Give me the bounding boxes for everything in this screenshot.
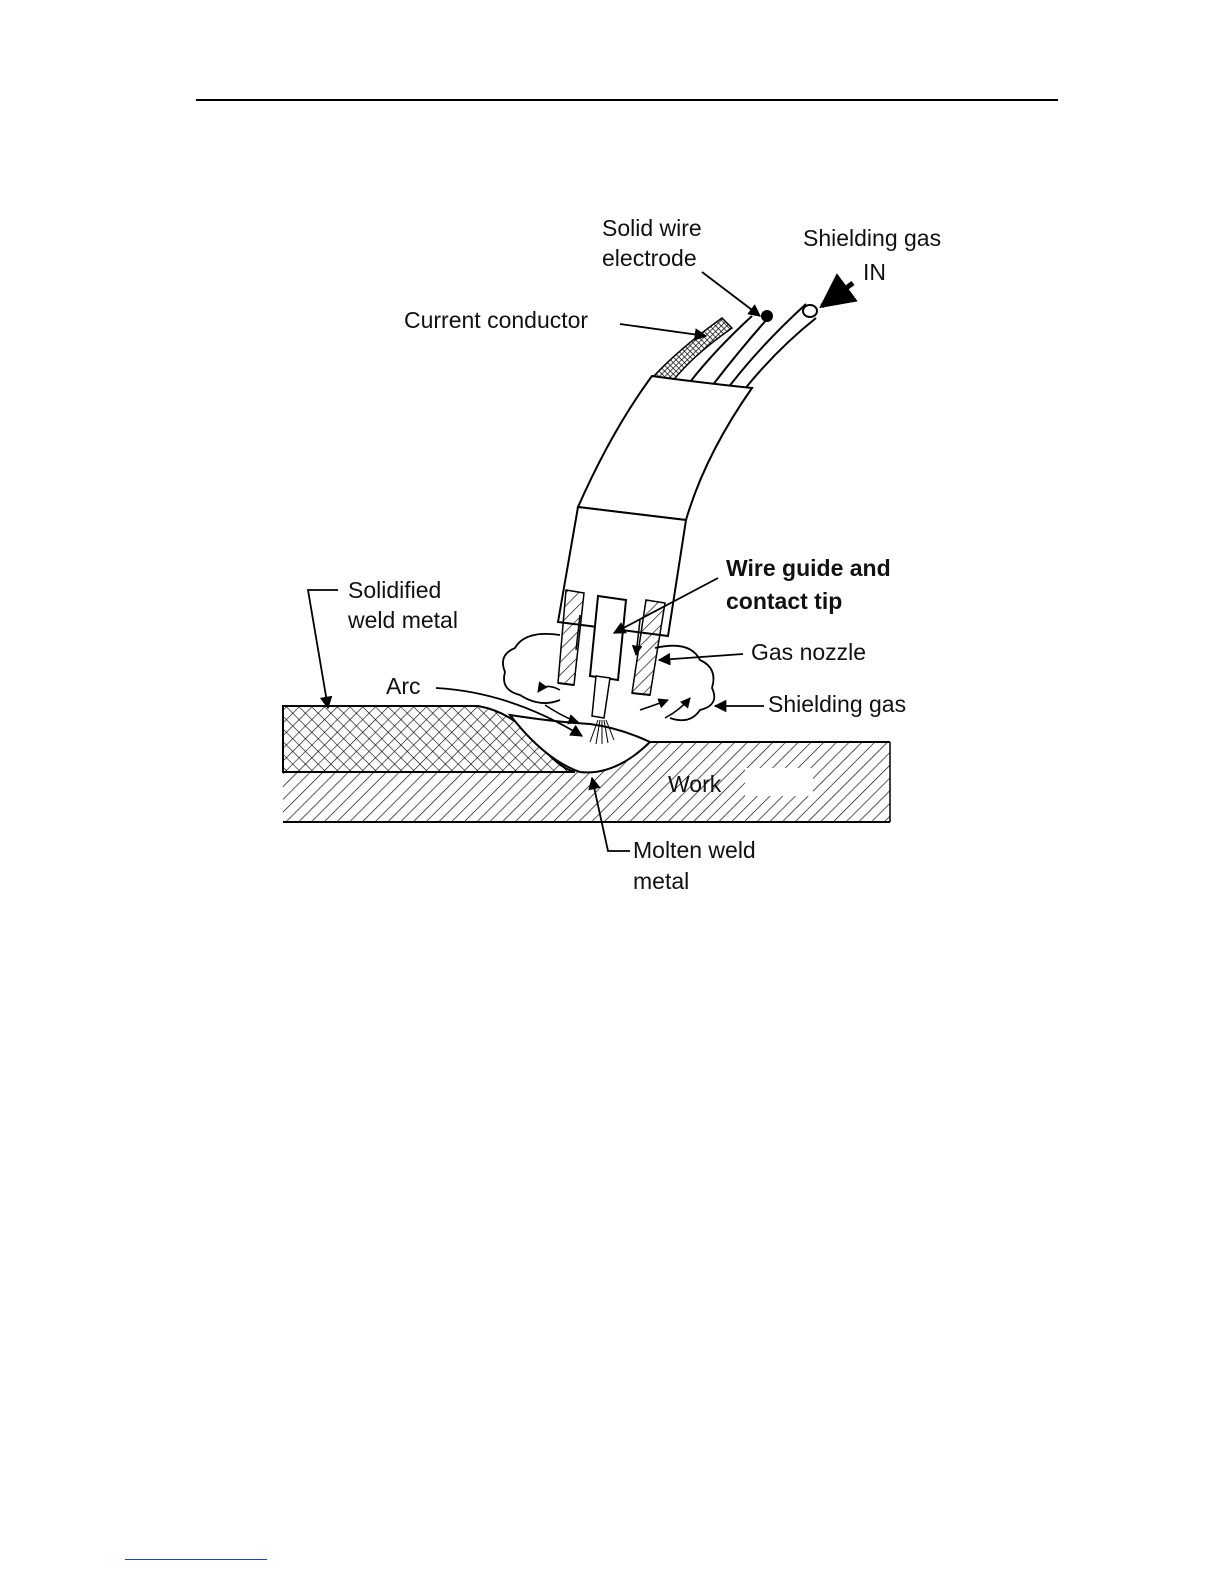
label-solidified-2: weld metal	[347, 607, 458, 633]
footnote-rule	[125, 1559, 267, 1560]
label-molten-1: Molten weld	[633, 837, 756, 863]
label-solidified-1: Solidified	[348, 577, 441, 603]
label-solid-wire-1: Solid wire	[602, 215, 702, 241]
label-shielding-gas-in-1: Shielding gas	[803, 225, 941, 251]
label-current-conductor: Current conductor	[404, 307, 588, 333]
label-wire-guide-1: Wire guide and	[726, 555, 891, 581]
label-wire-guide-2: contact tip	[726, 588, 842, 614]
cables	[652, 304, 817, 390]
label-shielding-gas: Shielding gas	[768, 691, 906, 717]
label-solid-wire-2: electrode	[602, 245, 697, 271]
torch-body	[558, 376, 752, 636]
label-gas-nozzle: Gas nozzle	[751, 639, 866, 665]
label-arc: Arc	[386, 673, 421, 699]
label-work: Work	[668, 771, 722, 797]
label-molten-2: metal	[633, 868, 689, 894]
label-shielding-gas-in-2: IN	[863, 259, 886, 285]
